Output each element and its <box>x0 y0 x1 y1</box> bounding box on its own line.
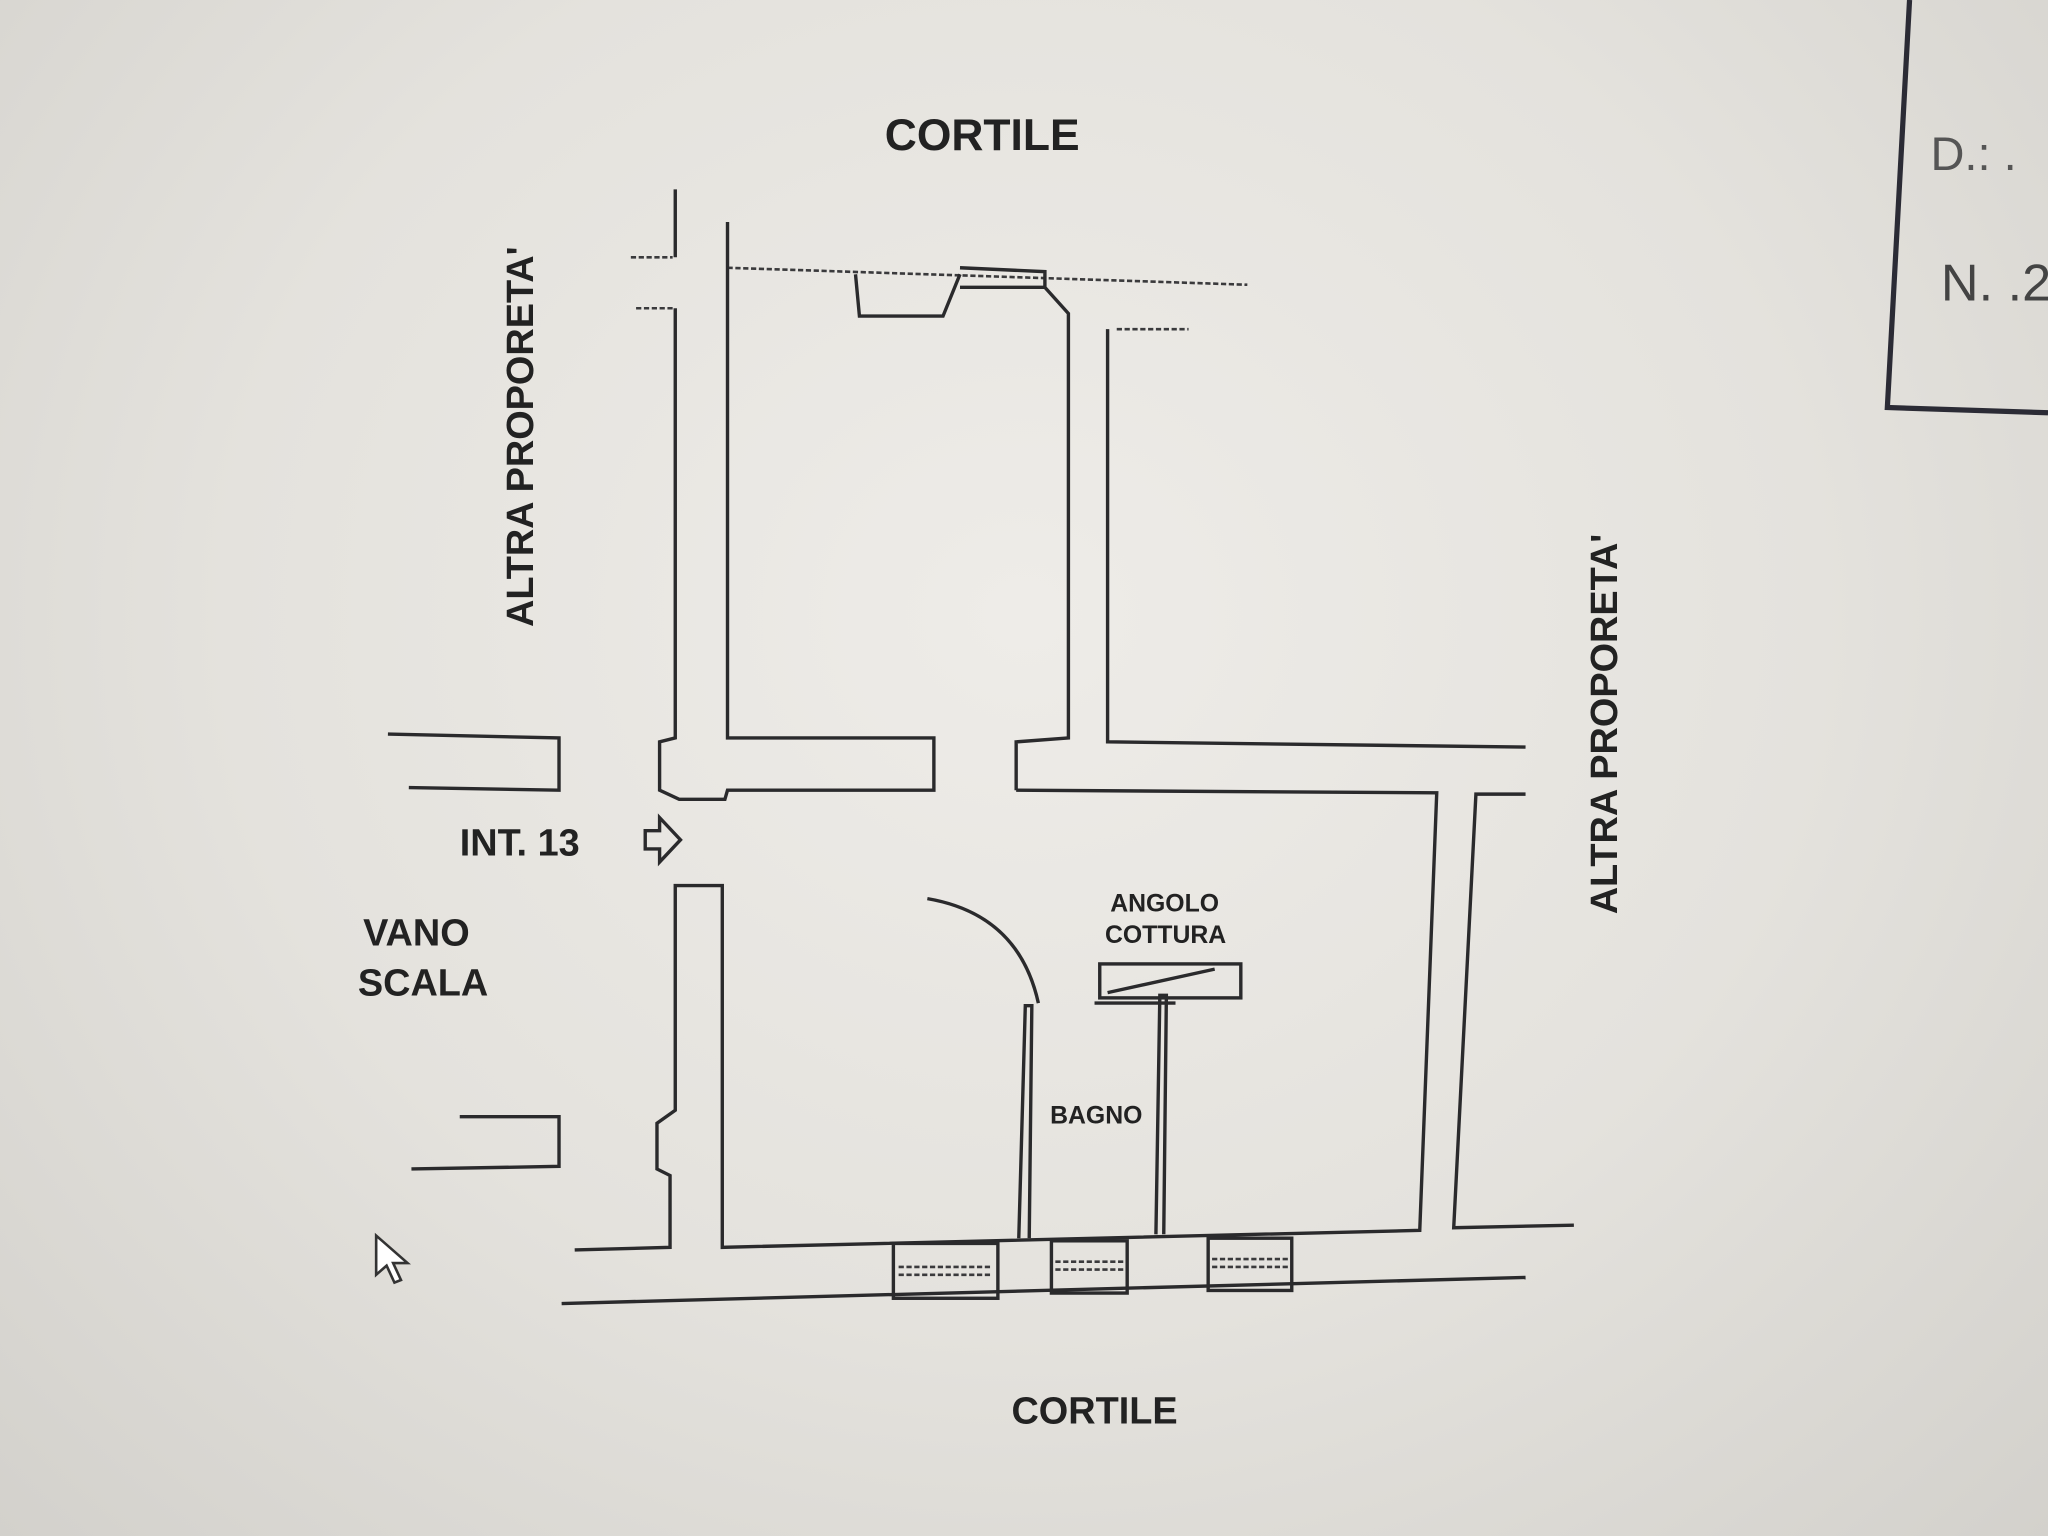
stamp-box <box>1884 0 2048 416</box>
label-entrance: INT. 13 <box>460 823 580 865</box>
entrance-arrow-icon <box>643 813 683 867</box>
label-kitchen-1: ANGOLO <box>1110 891 1219 918</box>
label-bottom-courtyard: CORTILE <box>1011 1391 1177 1433</box>
label-kitchen-2: COTTURA <box>1105 922 1226 949</box>
bottom-exterior-wall <box>561 1275 1526 1306</box>
label-left-property: ALTRA PROPORETA' <box>500 246 542 627</box>
label-stair-1: VANO <box>363 913 470 955</box>
wall <box>574 329 1526 1252</box>
cooker <box>1094 962 1243 1005</box>
top-exterior-wall <box>630 255 1248 331</box>
bathroom-wall <box>1017 993 1169 1239</box>
label-bathroom: BAGNO <box>1050 1102 1142 1129</box>
stair-wall <box>387 732 561 1171</box>
stamp-line1: D.: . <box>1930 127 2016 180</box>
mouse-cursor-icon <box>374 1232 411 1285</box>
right-wall <box>1451 792 1574 1230</box>
stamp-line2: N. .2 <box>1941 254 2048 312</box>
door-arc <box>927 896 1041 1004</box>
label-stair-2: SCALA <box>358 962 488 1004</box>
windows <box>891 1236 1294 1300</box>
label-top-courtyard: CORTILE <box>885 111 1080 160</box>
top-niche <box>853 266 1071 791</box>
label-right-property: ALTRA PROPORETA' <box>1584 534 1626 915</box>
wall <box>657 189 936 802</box>
